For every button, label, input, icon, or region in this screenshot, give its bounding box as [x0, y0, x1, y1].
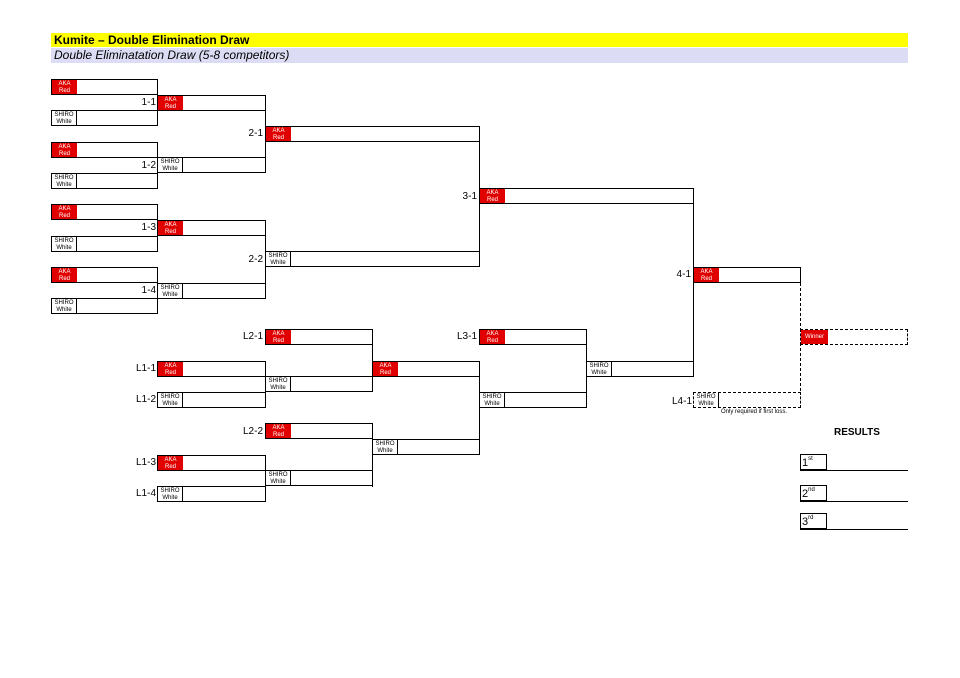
match-label: 2-1: [248, 128, 263, 139]
page-subtitle: Double Eliminatation Draw (5-8 competito…: [51, 48, 908, 63]
results-title: RESULTS: [834, 427, 880, 438]
result-second-place[interactable]: 2nd: [800, 485, 908, 502]
match-label: 1-2: [141, 160, 156, 171]
match-label: L2-2: [242, 426, 263, 437]
result-third-place[interactable]: 3rd: [800, 513, 908, 530]
winner-slot[interactable]: Winner: [800, 329, 908, 345]
match-label: L4-1: [671, 396, 692, 407]
footnote: Only required if first loss.: [721, 409, 788, 415]
match-label: L1-4: [135, 488, 156, 499]
match-label: L1-1: [135, 363, 156, 374]
match-label: L1-3: [135, 457, 156, 468]
match-label: 1-4: [141, 285, 156, 296]
page-title: Kumite – Double Elimination Draw: [51, 33, 908, 47]
match-label: L1-2: [135, 394, 156, 405]
match-label: 2-2: [248, 254, 263, 265]
match-label: L2-1: [242, 331, 263, 342]
match-label: L3-1: [456, 331, 477, 342]
match-label: 4-1: [676, 269, 691, 280]
match-label: 3-1: [462, 191, 477, 202]
result-first-place[interactable]: 1st: [800, 454, 908, 471]
match-label: 1-1: [141, 97, 156, 108]
match-label: 1-3: [141, 222, 156, 233]
